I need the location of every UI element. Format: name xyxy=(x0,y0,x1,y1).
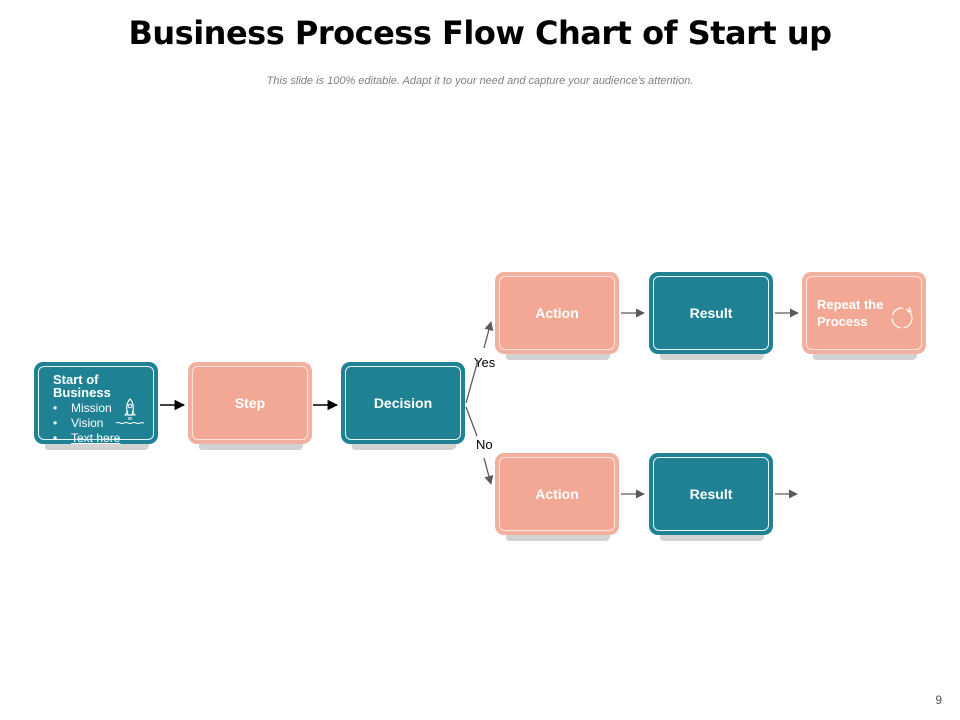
step-node-label: Step xyxy=(192,366,308,440)
page-number: 9 xyxy=(935,693,942,707)
slide-title: Business Process Flow Chart of Start up xyxy=(128,14,832,52)
repeat-node-label: Repeat the Process xyxy=(817,297,884,329)
no-action-node: Action xyxy=(495,453,619,541)
slide-subtitle: This slide is 100% editable. Adapt it to… xyxy=(266,75,694,87)
yes-result-node: Result xyxy=(649,272,773,360)
list-item: Mission xyxy=(53,401,153,416)
node-body: Start of Business Mission Vision Text he… xyxy=(38,366,154,446)
list-item: Vision xyxy=(53,416,153,431)
yes-action-label: Action xyxy=(499,276,615,350)
rocket-icon xyxy=(115,398,145,425)
no-result-label: Result xyxy=(653,457,769,531)
node-body: Repeat the Process xyxy=(806,276,922,350)
refresh-cycle-icon xyxy=(891,306,913,329)
start-node-title: Start of Business xyxy=(53,372,111,400)
decision-node: Decision xyxy=(341,362,465,450)
branch-yes-line xyxy=(465,359,479,404)
list-item: Text here xyxy=(53,431,153,446)
decision-node-label: Decision xyxy=(345,366,461,440)
branch-yes-arrow xyxy=(483,321,494,349)
yes-result-label: Result xyxy=(653,276,769,350)
branch-no-line xyxy=(465,406,478,437)
step-node: Step xyxy=(188,362,312,450)
repeat-node: Repeat the Process xyxy=(802,272,926,360)
no-action-label: Action xyxy=(499,457,615,531)
yes-label: Yes xyxy=(474,355,496,370)
start-node: Start of Business Mission Vision Text he… xyxy=(34,362,158,450)
yes-action-node: Action xyxy=(495,272,619,360)
start-node-list: Mission Vision Text here xyxy=(53,401,153,446)
branch-no-arrow xyxy=(483,457,494,485)
no-result-node: Result xyxy=(649,453,773,541)
no-label: No xyxy=(476,437,493,452)
